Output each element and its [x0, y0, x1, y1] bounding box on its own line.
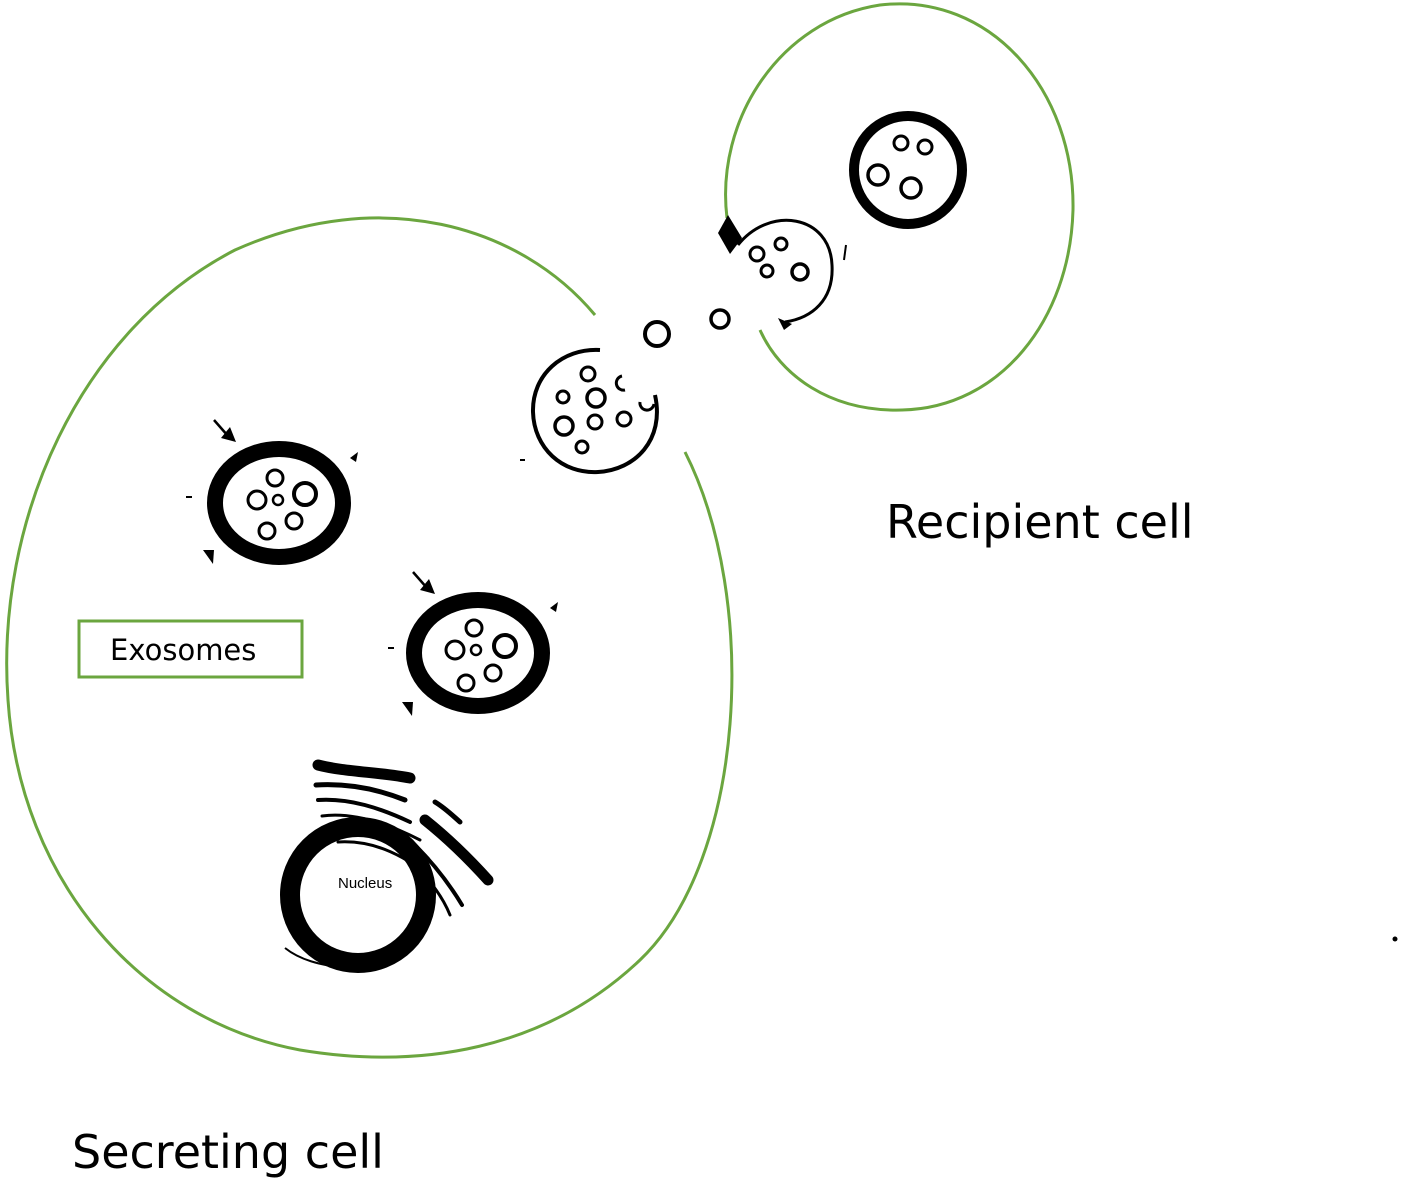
- secreting-cell-membrane: [5, 216, 734, 1059]
- released-exosome: [709, 308, 731, 330]
- recipient-cell-label: Recipient cell: [886, 495, 1194, 549]
- multivesicular-body: [388, 571, 558, 716]
- stray-dot: [1392, 936, 1398, 942]
- recipient-cell-membrane: [724, 2, 1075, 412]
- recipient-multivesicular-body: [849, 111, 967, 229]
- endocytic-vesicle: [718, 215, 847, 330]
- nucleus: Nucleus: [280, 817, 436, 973]
- released-exosome: [643, 320, 671, 348]
- exosomes-label: Exosomes: [110, 633, 256, 667]
- fusing-multivesicular-body: [520, 347, 659, 475]
- nucleus-label: Nucleus: [338, 875, 392, 892]
- multivesicular-body: [186, 419, 358, 565]
- exosomes-label-box: [77, 619, 304, 679]
- secreting-cell-label: Secreting cell: [72, 1125, 384, 1179]
